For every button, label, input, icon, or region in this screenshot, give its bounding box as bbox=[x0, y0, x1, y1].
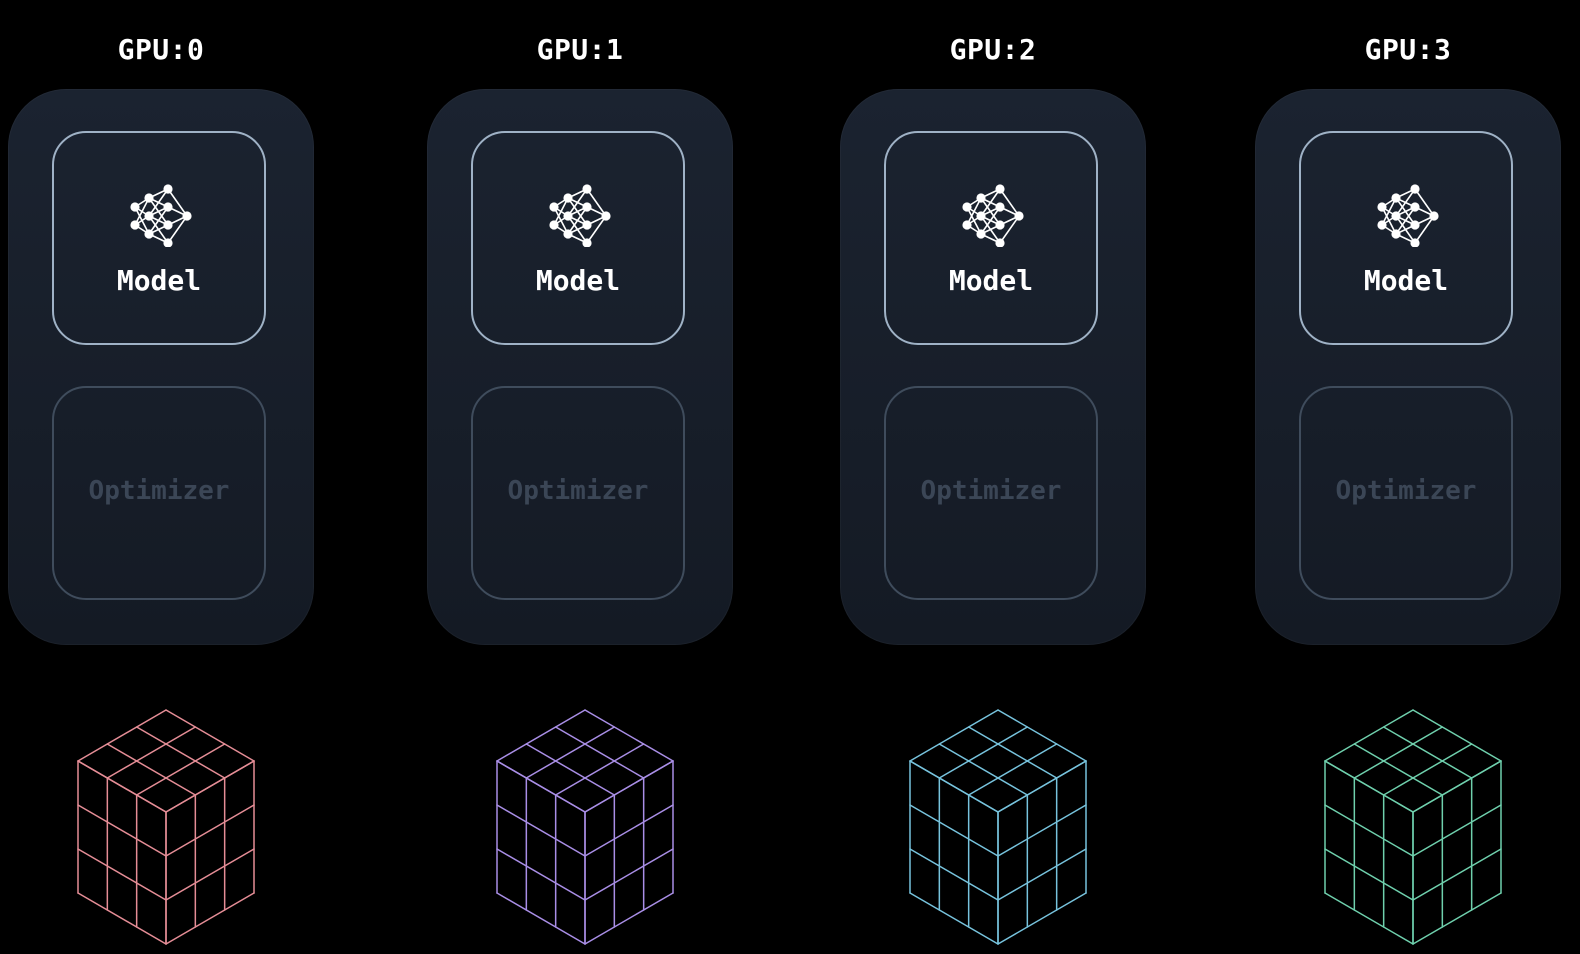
model-label: Model bbox=[116, 264, 202, 297]
gpu-column-0: GPU:0 Model Optimizer bbox=[8, 0, 314, 954]
gpu-title: GPU:2 bbox=[949, 33, 1037, 66]
model-label: Model bbox=[948, 264, 1034, 297]
data-cube-icon bbox=[909, 709, 1087, 945]
model-box: Model bbox=[884, 131, 1098, 345]
optimizer-label: Optimizer bbox=[88, 476, 230, 506]
neural-network-icon bbox=[549, 184, 611, 247]
optimizer-box: Optimizer bbox=[471, 386, 685, 600]
optimizer-label: Optimizer bbox=[507, 476, 649, 506]
optimizer-label: Optimizer bbox=[920, 476, 1062, 506]
optimizer-box: Optimizer bbox=[1299, 386, 1513, 600]
model-label: Model bbox=[535, 264, 621, 297]
model-box: Model bbox=[52, 131, 266, 345]
gpu-column-1: GPU:1 Model Optimizer bbox=[427, 0, 733, 954]
gpu-title: GPU:0 bbox=[117, 33, 205, 66]
gpu-title: GPU:1 bbox=[536, 33, 624, 66]
optimizer-box: Optimizer bbox=[884, 386, 1098, 600]
optimizer-box: Optimizer bbox=[52, 386, 266, 600]
gpu-card: Model Optimizer bbox=[840, 89, 1146, 645]
gpu-title: GPU:3 bbox=[1364, 33, 1452, 66]
neural-network-icon bbox=[962, 184, 1024, 247]
model-box: Model bbox=[471, 131, 685, 345]
model-label: Model bbox=[1363, 264, 1449, 297]
gpu-card: Model Optimizer bbox=[1255, 89, 1561, 645]
gpu-column-3: GPU:3 Model Optimizer bbox=[1255, 0, 1561, 954]
neural-network-icon bbox=[130, 184, 192, 247]
gpu-column-2: GPU:2 Model Optimizer bbox=[840, 0, 1146, 954]
neural-network-icon bbox=[1377, 184, 1439, 247]
optimizer-label: Optimizer bbox=[1335, 476, 1477, 506]
data-cube-icon bbox=[496, 709, 674, 945]
model-box: Model bbox=[1299, 131, 1513, 345]
gpu-card: Model Optimizer bbox=[427, 89, 733, 645]
data-cube-icon bbox=[77, 709, 255, 945]
data-cube-icon bbox=[1324, 709, 1502, 945]
gpu-card: Model Optimizer bbox=[8, 89, 314, 645]
